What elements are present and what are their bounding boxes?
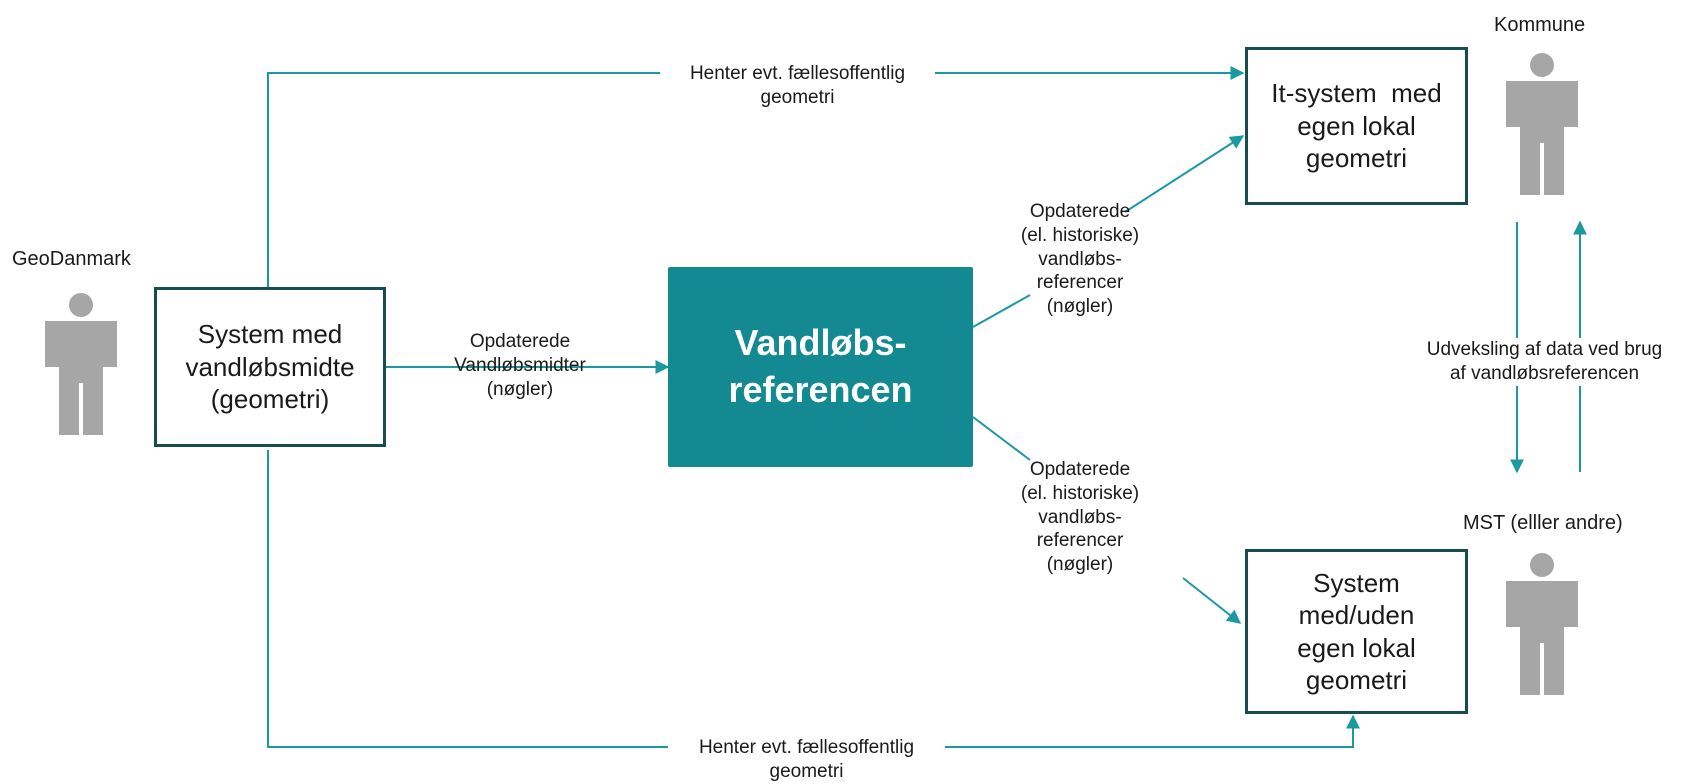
label-opdaterede-lower: Opdaterede (el. historiske) vandløbs- re… [1015,458,1145,577]
system-vandlobsmidte-line-3: (geometri) [210,384,330,415]
it-system-line-3: geometri [1305,143,1408,174]
system-vandlobsmidte-box: System med vandløbsmidte (geometri) [154,287,386,447]
actor-label-kommune: Kommune [1494,14,1586,36]
label-opdaterede-lower-line-3: vandløbs- [1038,506,1122,528]
actor-label-geodanmark: GeoDanmark [12,248,131,270]
system-med-uden-line-4: geometri [1305,665,1408,695]
connector-upper-diag [972,294,1031,328]
system-vandlobsmidte-line-1: System med [197,319,343,350]
system-med-uden-line-3: egen lokal [1297,632,1416,663]
label-opdaterede-midter-line-1: Opdaterede [469,331,571,352]
label-udveksling: Udveksling af data ved brug af vandløbsr… [1398,338,1691,386]
label-henter-bottom-line-1: Henter evt. fællesoffentlig [698,737,915,758]
system-vandlobsmidte-line-2: vandløbsmidte [185,351,355,382]
label-opdaterede-upper-line-4: referencer [1036,272,1124,294]
label-opdaterede-lower-line-1: Opdaterede [1029,459,1131,480]
label-opdaterede-midter-line-3: (nøgler) [486,378,554,400]
arrow-upper-diag [1124,135,1245,213]
actor-label-mst: MST (elller andre) [1463,512,1623,534]
label-henter-bottom-line-2: geometri [769,760,844,782]
vandlobsreferencen-line-1: Vandløbs- [734,322,907,364]
it-system-line-2: egen lokal [1297,110,1416,141]
label-opdaterede-upper-line-5: (nøgler) [1046,296,1114,317]
label-opdaterede-lower-line-2: (el. historiske) [1020,482,1140,504]
label-opdaterede-midter-line-2: Vandløbsmidter [454,354,586,376]
label-opdaterede-upper-line-1: Opdaterede [1029,201,1131,222]
label-opdaterede-upper-line-2: (el. historiske) [1020,224,1140,246]
it-system-line-1: It-system med [1271,78,1442,109]
arrow-henter-bottom [945,714,1360,748]
system-med-uden-box: System med/uden egen lokal geometri [1245,549,1468,714]
connector-henter-bottom [267,450,668,748]
system-med-uden-line-2: med/uden [1298,600,1415,630]
label-opdaterede-midter: Opdaterede Vandløbsmidter (nøgler) [420,330,620,401]
label-henter-top-line-2: geometri [760,86,835,108]
label-opdaterede-upper: Opdaterede (el. historiske) vandløbs- re… [1015,200,1145,319]
vandlobsreferencen-line-2: referencen [728,369,913,410]
kommune-person-icon [1506,53,1578,195]
label-udveksling-line-2: af vandløbsreferencen [1449,362,1640,384]
label-opdaterede-lower-line-5: (nøgler) [1046,554,1114,575]
system-med-uden-line-1: System [1313,567,1400,598]
vandlobsreferencen-box: Vandløbs- referencen [668,267,973,467]
mst-person-icon [1506,553,1578,695]
connector-henter-top [267,72,660,290]
label-henter-top-line-1: Henter evt. fællesoffentlig [689,63,906,84]
it-system-box: It-system med egen lokal geometri [1245,47,1468,205]
label-henter-bottom: Henter evt. fællesoffentlig geometri [668,736,945,784]
label-opdaterede-lower-line-4: referencer [1036,530,1124,552]
label-opdaterede-upper-line-3: vandløbs- [1038,248,1122,270]
geodanmark-person-icon [45,293,117,435]
arrow-lower-diag [1182,577,1242,624]
label-udveksling-line-1: Udveksling af data ved brug [1426,339,1663,360]
connector-lower-diag [972,416,1031,461]
label-henter-top: Henter evt. fællesoffentlig geometri [660,62,935,110]
